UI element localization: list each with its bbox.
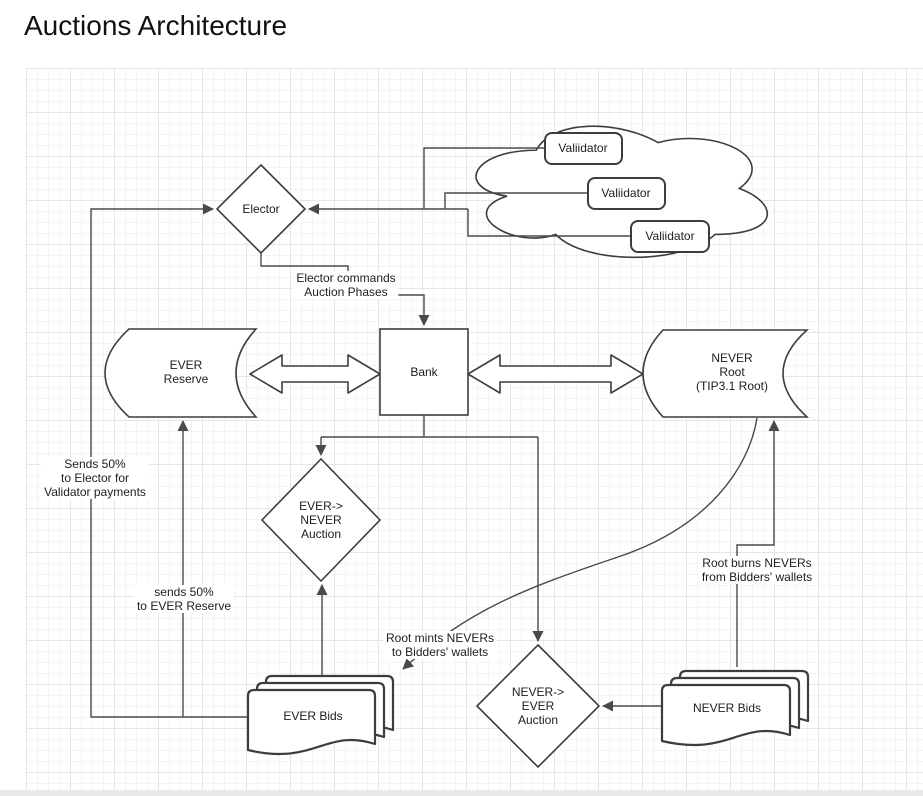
- validator-1-label: Valiidator: [558, 141, 608, 155]
- never-bids-label: NEVER Bids: [692, 701, 762, 715]
- ever-reserve-label: EVER Reserve: [163, 358, 209, 386]
- root-burns-nevers-label: Root burns NEVERs from Bidders' wallets: [698, 556, 816, 584]
- never-root-shape: [642, 329, 810, 418]
- page-title: Auctions Architecture: [24, 10, 288, 41]
- never-ever-auction-label: NEVER-> EVER Auction: [511, 685, 565, 727]
- validator-2-label: Valiidator: [601, 186, 651, 200]
- ever-never-auction-label: EVER-> NEVER Auction: [299, 499, 343, 541]
- never-root-label: NEVER Root (TIP3.1 Root): [695, 351, 769, 393]
- validator-3-label: Valiidator: [645, 229, 695, 243]
- never-bids-multidoc: [660, 669, 810, 747]
- edge-validator2-to-junction: [444, 192, 588, 209]
- ever-bids-label: EVER Bids: [283, 709, 343, 723]
- horizontal-scrollbar[interactable]: [0, 790, 923, 796]
- edge-validator3-to-junction: [467, 209, 631, 237]
- ever-never-auction-diamond: [260, 457, 382, 583]
- validator-2-box: [587, 177, 666, 210]
- validator-1-box: [544, 132, 623, 165]
- edge-validator1-to-junction: [423, 147, 545, 209]
- bank-box: [379, 328, 469, 416]
- edge-root-mints: [402, 417, 758, 670]
- elector-diamond: [215, 163, 307, 255]
- sends-50-to-elector-label: Sends 50% to Elector for Validator payme…: [41, 457, 149, 499]
- edge-bank-split: [321, 415, 538, 438]
- edge-root-burns: [736, 420, 780, 667]
- root-mints-nevers-label: Root mints NEVERs to Bidders' wallets: [382, 631, 498, 659]
- elector-label: Elector: [242, 202, 280, 216]
- bank-label: Bank: [410, 365, 438, 379]
- never-ever-auction-diamond: [475, 643, 601, 769]
- sends-50-to-ever-reserve-label: sends 50% to EVER Reserve: [133, 585, 235, 613]
- ever-reserve-shape: [104, 328, 258, 418]
- bank-neverroot-double-arrow: [467, 354, 644, 394]
- validator-3-box: [630, 220, 710, 253]
- elector-commands-label: Elector commands Auction Phases: [293, 271, 399, 299]
- ever-bids-multidoc: [246, 674, 395, 756]
- bank-everreserve-double-arrow: [249, 354, 381, 394]
